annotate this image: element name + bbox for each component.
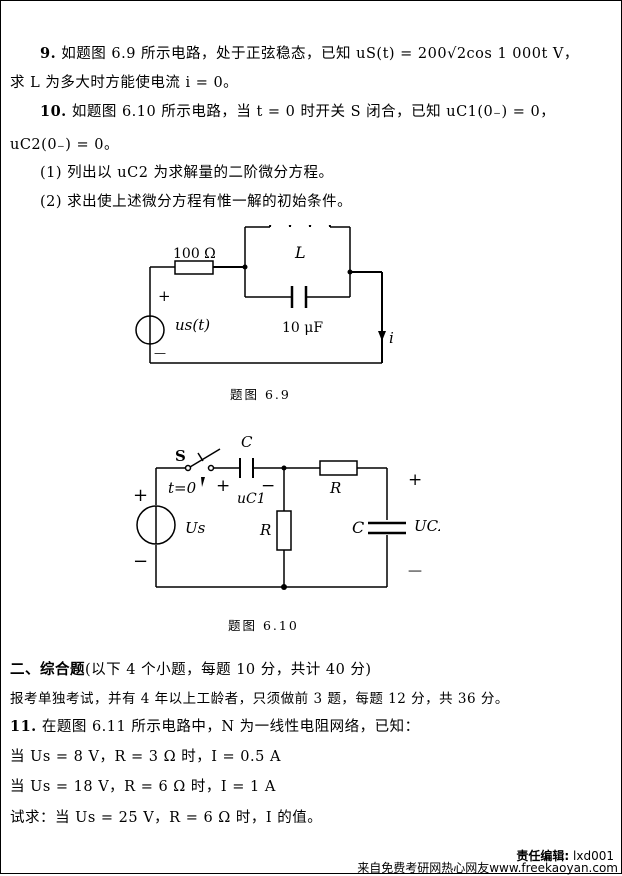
figure-6-10-caption: 题图 6.10	[228, 618, 299, 633]
label-cap2-minus: —	[408, 563, 422, 579]
label-minus: −	[133, 551, 148, 572]
editor-value: lxd001	[573, 849, 614, 863]
editor-label: 责任编辑:	[516, 849, 570, 863]
problem-11-number: 11.	[10, 718, 37, 735]
switch-blade	[189, 448, 221, 468]
label-source: us(t)	[175, 316, 210, 334]
label-capacitor: 10 μF	[282, 320, 323, 336]
label-switch: S	[175, 447, 186, 465]
junction-dot	[281, 465, 287, 471]
label-cap2: C	[352, 518, 364, 537]
figure-6-9-caption: 题图 6.9	[230, 387, 291, 402]
problem-11-condition-1: 当 Us = 8 V，R = 3 Ω 时，I = 0.5 A	[10, 749, 281, 765]
section-2-instructions: 报考单独考试，并有 4 年以上工龄者，只须做前 3 题，每题 12 分，共 36…	[10, 691, 509, 707]
figure-6-10-circuit: S t=0 C uC1 + − R R C UC2 + — Us + −	[133, 433, 440, 590]
label-inductor: L	[294, 243, 306, 262]
problem-10-line-1: 10. 如题图 6.10 所示电路，当 t = 0 时开关 S 闭合，已知 uC…	[40, 100, 555, 121]
problem-9-line-2: 求 L 为多大时方能使电流 i = 0。	[10, 75, 239, 91]
problem-10-text-1: 如题图 6.10 所示电路，当 t = 0 时开关 S 闭合，已知 uC1(0₋…	[71, 104, 556, 120]
problem-10-sub-2: (2) 求出使上述微分方程有惟一解的初始条件。	[40, 194, 353, 210]
label-cap2-voltage: UC2	[414, 517, 440, 535]
resistor-100-ohm	[174, 260, 214, 275]
switch-tick	[197, 452, 204, 462]
label-cap1-minus: −	[261, 476, 275, 496]
label-cap1-plus: +	[216, 476, 230, 496]
label-cap2-plus: +	[408, 470, 422, 490]
footer-source-link[interactable]: 来自免费考研网热心网友www.freekaoyan.com	[357, 861, 618, 875]
junction-dot	[281, 584, 287, 590]
current-arrow-icon	[378, 331, 386, 341]
footer-editor: 责任编辑: lxd001	[516, 847, 614, 864]
problem-10-sub-1: (1) 列出以 uC2 为求解量的二阶微分方程。	[40, 165, 334, 181]
problem-9-line-1: 9. 如题图 6.9 所示电路，处于正弦稳态，已知 uS(t) = 200√2c…	[40, 42, 579, 63]
section-2-heading: 二、综合题(以下 4 个小题，每题 10 分，共计 40 分)	[10, 658, 372, 679]
problem-11-question: 试求：当 Us = 25 V，R = 6 Ω 时，I 的值。	[10, 810, 323, 826]
problem-10-number: 10.	[40, 103, 67, 120]
problem-11-line-1: 11. 在题图 6.11 所示电路中，N 为一线性电阻网络，已知：	[10, 715, 420, 736]
junction-dot	[242, 264, 248, 270]
label-resistor-top: R	[329, 479, 341, 497]
label-plus: +	[133, 485, 148, 506]
switch-terminal	[207, 464, 215, 472]
resistor-middle	[276, 510, 292, 551]
section-2-note: (以下 4 个小题，每题 10 分，共计 40 分)	[85, 662, 372, 678]
problem-9-number: 9.	[40, 45, 57, 62]
label-cap1: C	[241, 433, 253, 451]
label-source: Us	[185, 519, 206, 537]
label-minus: —	[154, 346, 166, 360]
label-current: i	[389, 329, 394, 347]
label-resistor-middle: R	[259, 521, 271, 539]
section-2-title: 二、综合题	[10, 661, 85, 678]
inductor-coil	[269, 225, 331, 228]
problem-11-condition-2: 当 Us = 18 V，R = 6 Ω 时，I = 1 A	[10, 779, 276, 795]
problem-10-line-2: uC2(0₋) = 0。	[10, 137, 119, 153]
label-cap1-voltage: uC1	[237, 491, 266, 507]
resistor-top	[319, 460, 358, 476]
label-resistor: 100 Ω	[173, 246, 216, 262]
label-plus: +	[158, 287, 171, 305]
figure-6-9-circuit: 100 Ω L 10 μF us(t) + — i	[135, 225, 394, 364]
junction-dot	[347, 269, 353, 275]
label-switch-time: t=0	[168, 479, 197, 497]
problem-11-text-1: 在题图 6.11 所示电路中，N 为一线性电阻网络，已知：	[41, 719, 420, 735]
switch-terminal	[184, 464, 192, 472]
problem-9-text-1: 如题图 6.9 所示电路，处于正弦稳态，已知 uS(t) = 200√2cos …	[61, 46, 579, 62]
switch-arrow-icon	[201, 477, 205, 487]
